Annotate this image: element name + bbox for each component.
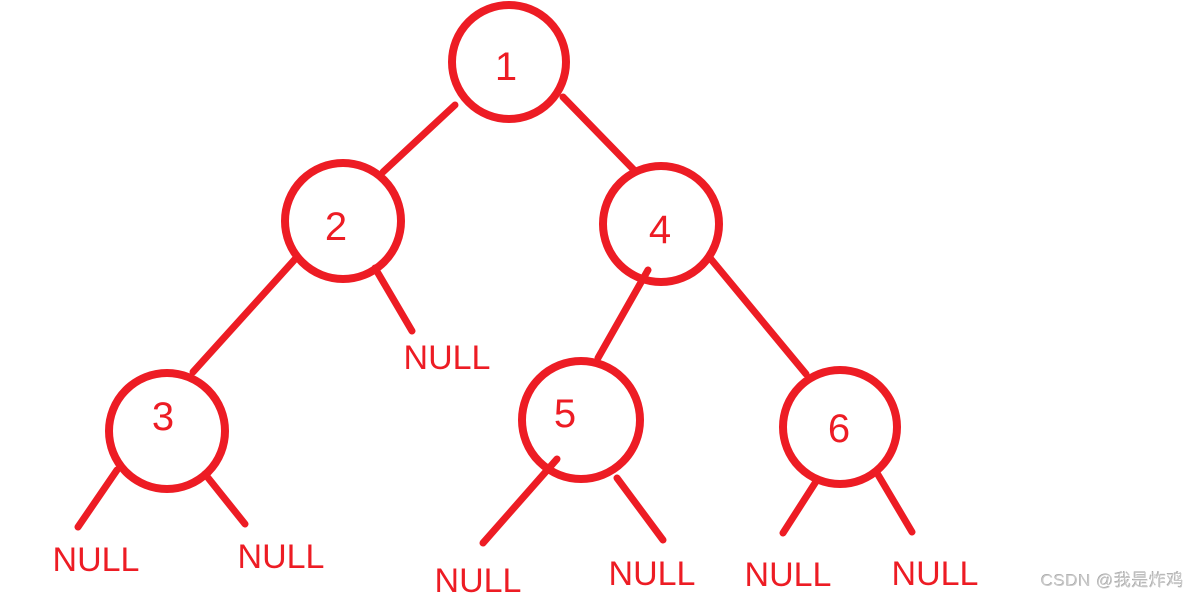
tree-node-label: 2 <box>325 205 347 249</box>
null-label: NULL <box>435 562 522 598</box>
tree-edge <box>779 476 821 537</box>
tree-node-circle <box>779 366 901 488</box>
tree-node-circle <box>105 369 229 493</box>
tree-node-label: 4 <box>649 208 671 252</box>
tree-edge <box>201 470 249 528</box>
tree-edge <box>379 101 459 176</box>
tree-edge <box>559 93 640 176</box>
null-label: NULL <box>53 541 140 579</box>
tree-node-label: 1 <box>495 45 517 89</box>
tree-edge <box>371 264 416 335</box>
tree-node-circle <box>518 357 644 483</box>
tree-node-circle <box>448 1 570 123</box>
tree-node-label: 5 <box>554 392 576 436</box>
null-label: NULL <box>892 555 979 593</box>
tree-edge <box>613 474 667 544</box>
null-label: NULL <box>404 339 491 377</box>
tree-node-label: 6 <box>828 407 850 451</box>
tree-edge <box>74 466 121 531</box>
tree-node-circle <box>281 159 405 283</box>
tree-edge <box>706 254 810 378</box>
null-label: NULL <box>609 555 696 593</box>
tree-edge <box>189 253 301 376</box>
tree-edge <box>594 266 652 362</box>
tree-edge <box>873 469 916 536</box>
tree-node-circle <box>599 162 723 286</box>
tree-node-label: 3 <box>152 395 174 439</box>
null-label: NULL <box>238 538 325 576</box>
null-label: NULL <box>745 556 832 594</box>
tree-edge <box>479 455 561 547</box>
csdn-watermark: CSDN @我是炸鸡 <box>1040 571 1184 590</box>
